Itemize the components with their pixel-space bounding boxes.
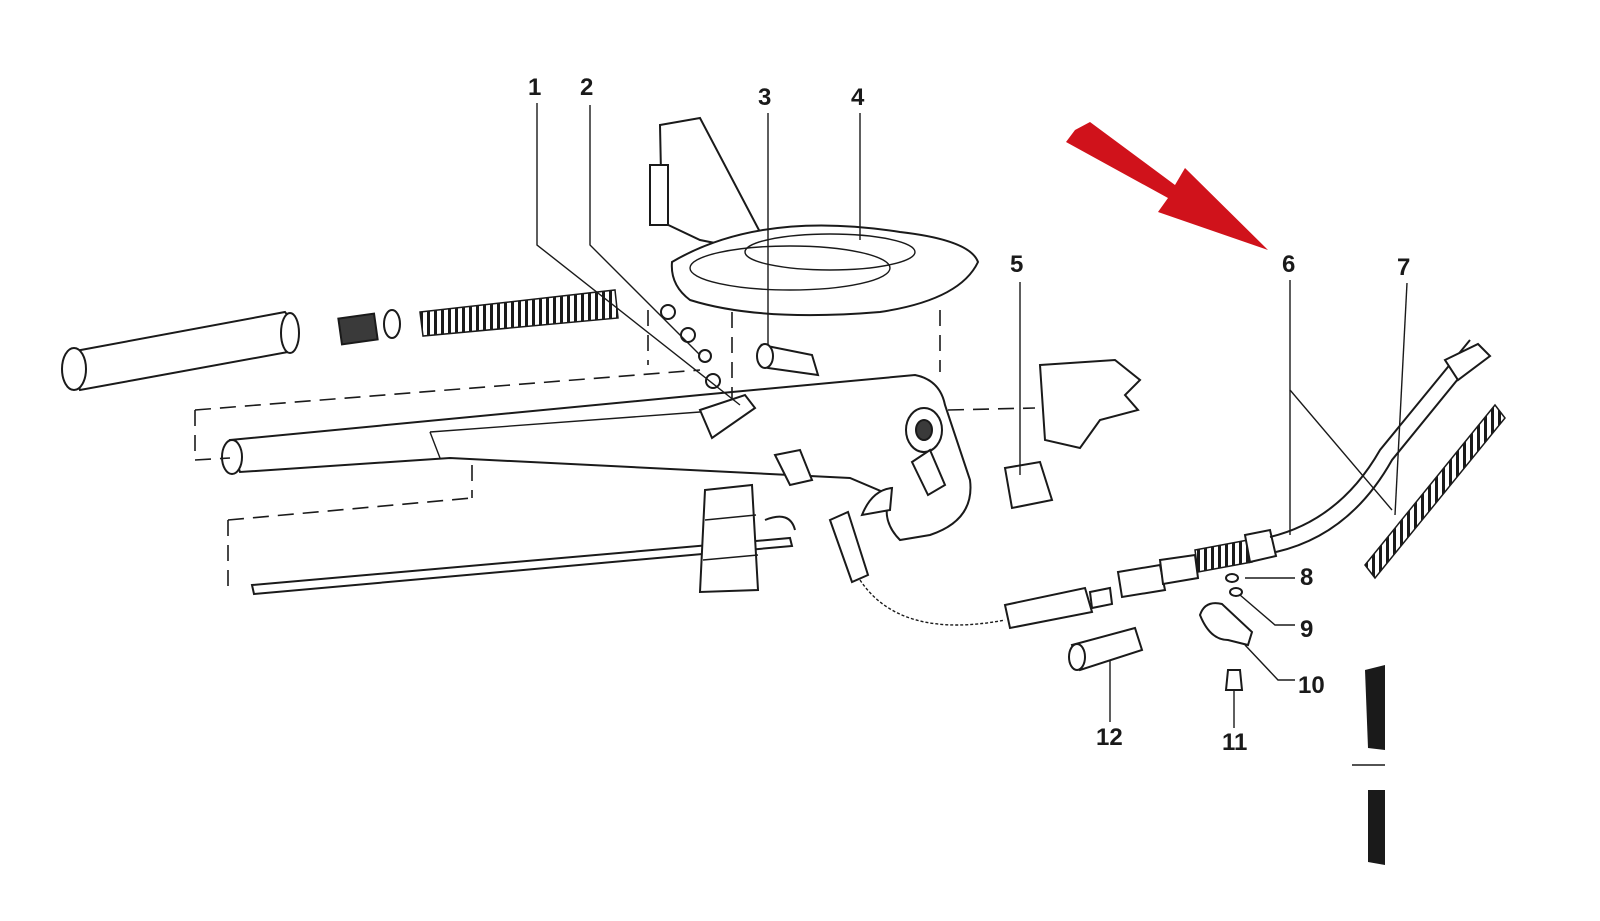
ratchet-rod: [250, 515, 796, 596]
callout-4: 4: [851, 84, 865, 111]
washer: [383, 309, 401, 339]
pawl-clip: [660, 304, 814, 487]
callout-6: 6: [1282, 251, 1295, 278]
callout-2: 2: [580, 74, 593, 101]
callout-10: 10: [1298, 672, 1325, 699]
bushing: [337, 312, 379, 346]
sleeve: [1068, 626, 1144, 672]
leader-lines: [536, 103, 1408, 728]
callout-3: 3: [758, 84, 771, 111]
assembly-guide-lines: [194, 310, 1036, 590]
highlight-arrow: [1066, 122, 1268, 250]
brake-lever-arm: [221, 373, 972, 542]
cable-clip-hardware: [1198, 573, 1254, 700]
handle-spring: [419, 289, 619, 337]
edge-marks: [1352, 665, 1385, 865]
callout-5: 5: [1010, 251, 1023, 278]
return-spring: [1364, 403, 1506, 580]
rubber-boot: [649, 116, 980, 317]
pivot-pin: [756, 343, 820, 377]
handle-grip: [61, 310, 300, 392]
mounting-bracket: [1003, 358, 1142, 510]
callout-11: 11: [1222, 729, 1247, 756]
callout-1: 1: [528, 74, 541, 101]
callout-labels: 1 2 3 4 5 6 7 8 9 10 11 12: [528, 74, 1410, 756]
callout-12: 12: [1096, 724, 1123, 751]
callout-9: 9: [1300, 616, 1313, 643]
brake-cable: [828, 339, 1492, 630]
callout-8: 8: [1300, 564, 1313, 591]
ratchet-sector: [698, 483, 760, 594]
callout-7: 7: [1397, 254, 1410, 281]
